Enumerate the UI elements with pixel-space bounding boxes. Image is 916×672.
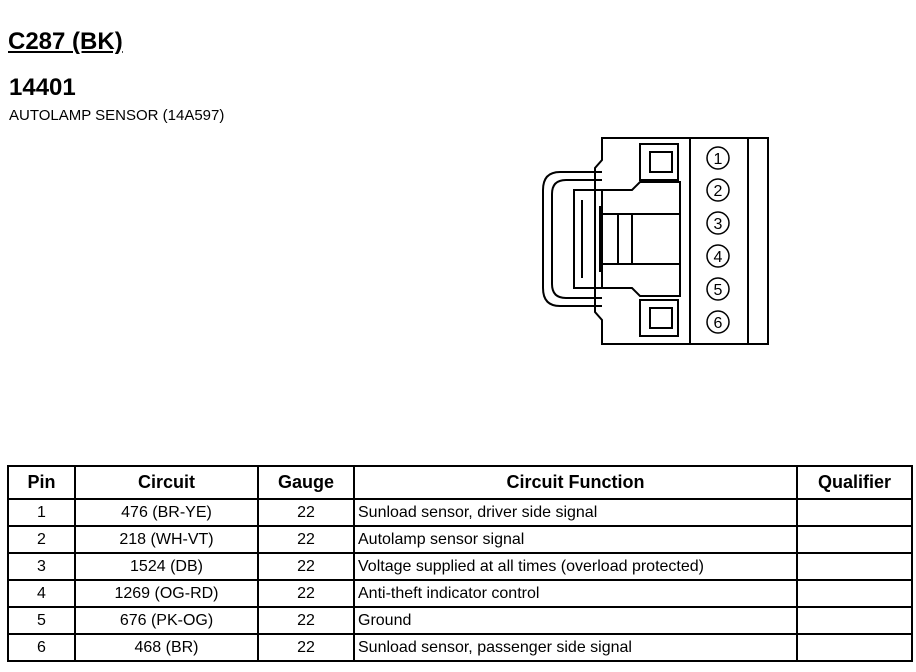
function-cell: Sunload sensor, driver side signal: [353, 498, 798, 527]
table-row: 6 468 (BR) 22 Sunload sensor, passenger …: [7, 633, 913, 662]
latch: [573, 189, 603, 289]
qualifier-cell: [796, 525, 913, 554]
function-cell: Sunload sensor, passenger side signal: [353, 633, 798, 662]
qualifier-cell: [796, 579, 913, 608]
pin-cell: 5: [7, 606, 76, 635]
circuit-cell: 218 (WH-VT): [74, 525, 259, 554]
component-name: AUTOLAMP SENSOR (14A597): [9, 107, 225, 124]
circuit-cell: 1524 (DB): [74, 552, 259, 581]
function-cell: Anti-theft indicator control: [353, 579, 798, 608]
gauge-cell: 22: [257, 579, 355, 608]
pin-cell: 4: [7, 579, 76, 608]
function-cell: Autolamp sensor signal: [353, 525, 798, 554]
pin-cell: 2: [7, 525, 76, 554]
pin-cell: 3: [7, 552, 76, 581]
table-row: 3 1524 (DB) 22 Voltage supplied at all t…: [7, 552, 913, 581]
svg-text:3: 3: [714, 216, 723, 233]
gauge-cell: 22: [257, 498, 355, 527]
table-row: 5 676 (PK-OG) 22 Ground: [7, 606, 913, 635]
circuit-cell: 476 (BR-YE): [74, 498, 259, 527]
circuit-cell: 468 (BR): [74, 633, 259, 662]
column-header-pin: Pin: [7, 465, 76, 500]
gauge-cell: 22: [257, 633, 355, 662]
pin-table: Pin Circuit Gauge Circuit Function Quali…: [7, 465, 913, 662]
circuit-cell: 676 (PK-OG): [74, 606, 259, 635]
gauge-cell: 22: [257, 525, 355, 554]
pin-cell: 6: [7, 633, 76, 662]
pin-label-1: 1: [706, 146, 730, 170]
circuit-cell: 1269 (OG-RD): [74, 579, 259, 608]
part-number: 14401: [9, 74, 76, 101]
table-row: 4 1269 (OG-RD) 22 Anti-theft indicator c…: [7, 579, 913, 608]
pin-label-6: 6: [706, 310, 730, 334]
pin-label-5: 5: [706, 277, 730, 301]
qualifier-cell: [796, 606, 913, 635]
svg-text:2: 2: [714, 183, 723, 200]
svg-text:6: 6: [714, 315, 723, 332]
qualifier-cell: [796, 498, 913, 527]
column-header-qualifier: Qualifier: [796, 465, 913, 500]
qualifier-cell: [796, 552, 913, 581]
function-cell: Ground: [353, 606, 798, 635]
table-row: 1 476 (BR-YE) 22 Sunload sensor, driver …: [7, 498, 913, 527]
pin-cell: 1: [7, 498, 76, 527]
column-header-circuit: Circuit: [74, 465, 259, 500]
table-row: 2 218 (WH-VT) 22 Autolamp sensor signal: [7, 525, 913, 554]
connector-diagram: 1 2 3 4 5 6: [542, 137, 769, 345]
column-header-gauge: Gauge: [257, 465, 355, 500]
pin-labels: 1 2 3 4 5 6: [706, 146, 730, 334]
pin-label-3: 3: [706, 211, 730, 235]
connector-code: C287 (BK): [8, 28, 123, 55]
locking-tab: [542, 171, 602, 307]
gauge-cell: 22: [257, 606, 355, 635]
gauge-cell: 22: [257, 552, 355, 581]
svg-text:4: 4: [714, 249, 723, 266]
table-header-row: Pin Circuit Gauge Circuit Function Quali…: [7, 465, 913, 500]
pin-label-2: 2: [706, 178, 730, 202]
svg-text:5: 5: [714, 282, 723, 299]
function-cell: Voltage supplied at all times (overload …: [353, 552, 798, 581]
column-header-function: Circuit Function: [353, 465, 798, 500]
pin-label-4: 4: [706, 244, 730, 268]
connector-housing: [594, 137, 769, 345]
qualifier-cell: [796, 633, 913, 662]
svg-text:1: 1: [714, 151, 723, 168]
